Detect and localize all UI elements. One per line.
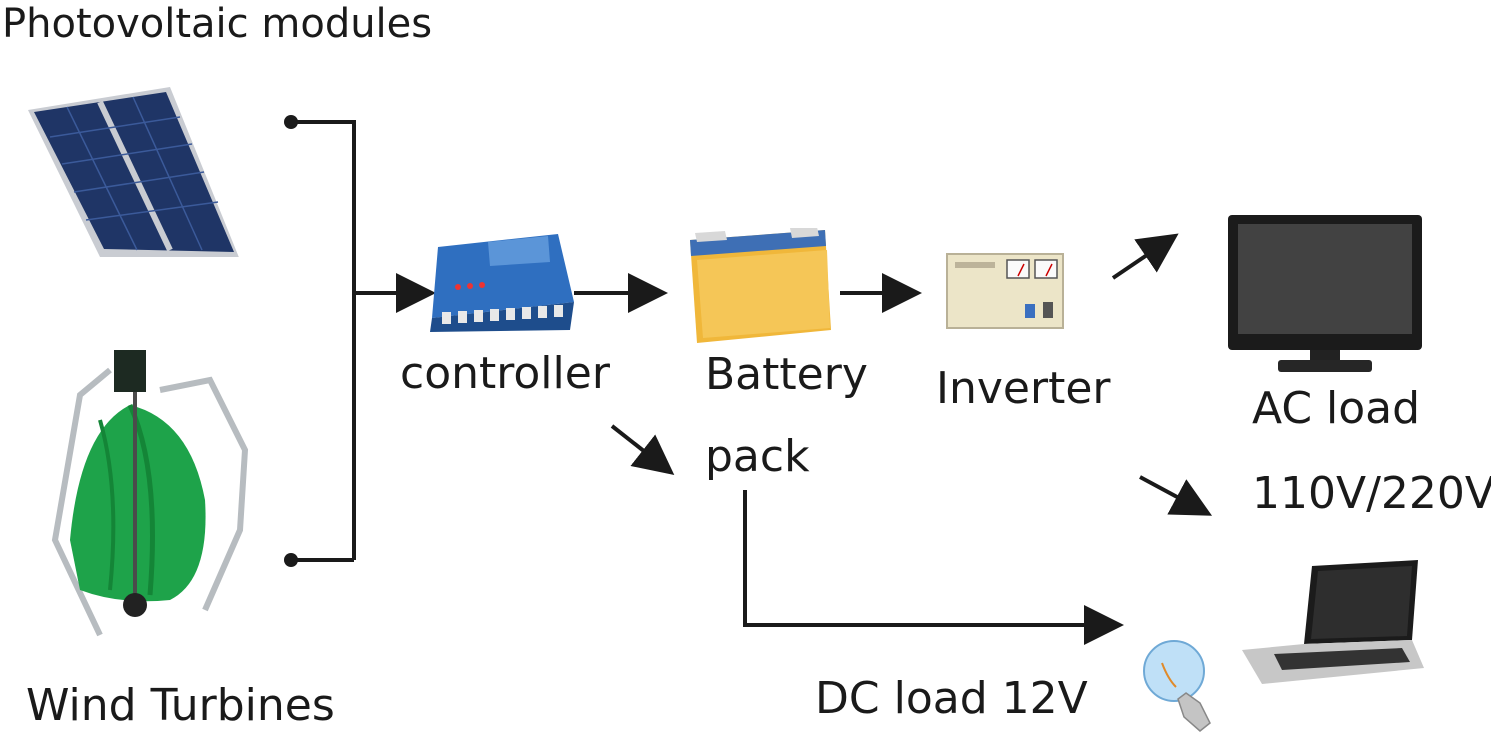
ac-load-label: AC load: [1252, 383, 1421, 434]
wind-terminal-dot: [284, 553, 298, 567]
dc-wire: [743, 490, 1124, 645]
controller-label: controller: [400, 348, 610, 399]
pv-modules-label: Photovoltaic modules: [2, 1, 433, 47]
arrow-controller-to-dc: [610, 424, 675, 475]
tv-icon: [1228, 215, 1422, 372]
pv-terminal-dot: [284, 115, 298, 129]
pv-wire: [291, 120, 356, 560]
battery-label: Battery: [705, 349, 868, 400]
arrow-to-tv: [1111, 233, 1179, 280]
laptop-icon: [1242, 560, 1424, 684]
charge-controller-icon: [430, 234, 574, 332]
inverter-label: Inverter: [936, 363, 1111, 414]
inverter-icon: [946, 253, 1064, 329]
dc-load-label: DC load 12V: [815, 673, 1088, 724]
light-bulb-icon: [1143, 640, 1211, 732]
battery-icon: [690, 228, 831, 343]
battery-pack-label: pack: [705, 431, 810, 482]
arrow-to-laptop: [1139, 475, 1213, 516]
solar-panel-icon: [28, 87, 239, 257]
wind-turbine-icon: [51, 350, 249, 637]
ac-voltage-label: 110V/220V: [1252, 468, 1491, 519]
wind-turbines-label: Wind Turbines: [26, 680, 335, 731]
